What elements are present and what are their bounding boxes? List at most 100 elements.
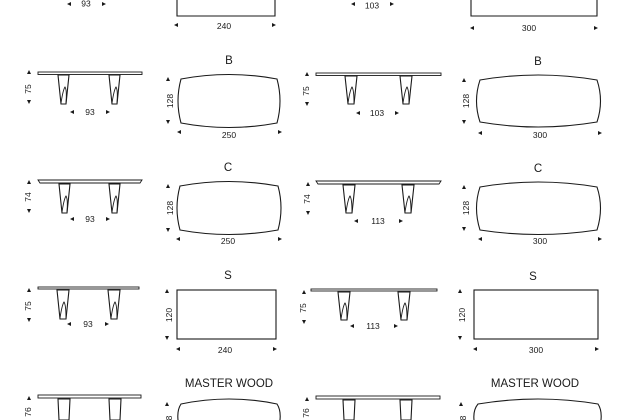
dim-arrow-right bbox=[278, 237, 282, 241]
dim-arrow-up bbox=[306, 182, 310, 186]
height-label: 75 bbox=[301, 86, 311, 96]
plan-width-label: 250 bbox=[221, 236, 235, 246]
plan-depth-label: 128 bbox=[461, 94, 471, 108]
height-label: 75 bbox=[298, 303, 308, 313]
dim-arrow-right bbox=[102, 2, 106, 6]
row-master-wood-right: 76 MASTER WOOD 8 bbox=[301, 378, 602, 420]
dim-arrow-down bbox=[166, 228, 170, 232]
version-letter: C bbox=[534, 163, 542, 175]
dim-arrow-up bbox=[27, 288, 31, 292]
dim-arrow-up bbox=[27, 70, 31, 74]
dim-arrow-down bbox=[462, 120, 466, 124]
leg-gap-label: 113 bbox=[371, 216, 385, 226]
dim-arrow-right bbox=[598, 237, 602, 241]
dim-arrow-up bbox=[305, 397, 309, 401]
dim-arrow-left bbox=[67, 2, 71, 6]
row-b-left: 75 93 B 128 250 bbox=[23, 55, 282, 140]
dim-arrow-up bbox=[165, 402, 169, 406]
pedestal-arch bbox=[400, 302, 408, 320]
height-label: 74 bbox=[302, 194, 312, 204]
pedestal-leg bbox=[108, 398, 122, 420]
plan-width-label: 300 bbox=[522, 23, 536, 33]
pedestal-arch bbox=[347, 86, 355, 104]
pedestal-arch bbox=[59, 301, 67, 319]
dim-arrow-up bbox=[165, 289, 169, 293]
dim-arrow-right bbox=[278, 130, 282, 134]
plan-depth-label: 120 bbox=[457, 308, 467, 322]
dim-arrow-down bbox=[306, 211, 310, 215]
pedestal-leg bbox=[58, 183, 71, 214]
dim-arrow-left bbox=[176, 347, 180, 351]
height-label: 76 bbox=[301, 408, 311, 418]
tabletop-edge bbox=[315, 395, 441, 400]
dim-arrow-right bbox=[390, 2, 394, 6]
tabletop-edge bbox=[37, 394, 142, 399]
pedestal-leg bbox=[397, 291, 411, 321]
dim-arrow-right bbox=[272, 23, 276, 27]
dim-arrow-right bbox=[105, 322, 109, 326]
height-label: 75 bbox=[23, 301, 33, 311]
plan-width-label: 240 bbox=[217, 21, 231, 31]
dim-arrow-left bbox=[70, 110, 74, 114]
dim-arrow-up bbox=[462, 185, 466, 189]
pedestal-leg bbox=[57, 398, 71, 420]
row-c-left: 74 93 C 128 250 bbox=[23, 162, 282, 246]
plan-view-outline bbox=[470, 0, 598, 17]
pedestal-leg bbox=[56, 289, 70, 320]
pedestal-leg bbox=[108, 74, 121, 105]
dim-arrow-up bbox=[27, 396, 31, 400]
plan-view-outline bbox=[176, 0, 276, 17]
dim-arrow-up bbox=[302, 290, 306, 294]
dim-arrow-right bbox=[395, 111, 399, 115]
dim-arrow-up bbox=[305, 72, 309, 76]
tabletop-edge bbox=[37, 179, 143, 184]
plan-width-label: 250 bbox=[222, 130, 236, 140]
dim-arrow-left bbox=[478, 131, 482, 135]
dim-arrow-right bbox=[273, 347, 277, 351]
leg-gap-label: 103 bbox=[365, 1, 379, 11]
plan-view-outline bbox=[177, 73, 281, 129]
pedestal-arch bbox=[345, 195, 353, 213]
pedestal-arch bbox=[404, 195, 412, 213]
version-heading: MASTER WOOD bbox=[185, 378, 273, 390]
dim-arrow-left bbox=[70, 217, 74, 221]
pedestal-arch bbox=[402, 86, 410, 104]
pedestal-arch bbox=[340, 302, 348, 320]
plan-view-outline bbox=[475, 74, 602, 128]
plan-depth-label: 120 bbox=[164, 308, 174, 322]
plan-width-label: 300 bbox=[533, 236, 547, 246]
dim-arrow-left bbox=[177, 130, 181, 134]
dim-arrow-left bbox=[478, 237, 482, 241]
tabletop-edge bbox=[37, 286, 140, 290]
pedestal-arch bbox=[111, 86, 118, 104]
dim-arrow-down bbox=[27, 100, 31, 104]
leg-gap-label: 93 bbox=[81, 0, 91, 9]
row-b-right: 75 103 B 128 300 bbox=[301, 56, 602, 140]
version-letter: S bbox=[224, 270, 232, 282]
plan-view-outline bbox=[473, 289, 599, 340]
dim-arrow-down bbox=[462, 227, 466, 231]
pedestal-leg bbox=[108, 183, 121, 214]
dim-arrow-down bbox=[165, 336, 169, 340]
plan-view-outline bbox=[177, 398, 281, 420]
dim-arrow-left bbox=[473, 347, 477, 351]
row-c-right: 74 113 C 128 300 bbox=[302, 163, 602, 246]
row-top-right: 103 300 bbox=[351, 0, 598, 33]
dim-arrow-down bbox=[302, 320, 306, 324]
dim-arrow-left bbox=[470, 26, 474, 30]
version-letter: S bbox=[529, 271, 537, 283]
plan-depth-label: 128 bbox=[461, 201, 471, 215]
plan-view-outline bbox=[475, 181, 602, 236]
dim-arrow-down bbox=[305, 102, 309, 106]
dim-arrow-left bbox=[354, 219, 358, 223]
plan-depth-label: 128 bbox=[165, 94, 175, 108]
pedestal-leg bbox=[399, 75, 413, 105]
row-s-right: 75 113 S 120 300 bbox=[298, 271, 599, 355]
dim-arrow-right bbox=[594, 26, 598, 30]
plan-depth-label: 8 bbox=[164, 415, 174, 420]
dim-arrow-down bbox=[166, 120, 170, 124]
pedestal-leg bbox=[401, 184, 415, 214]
pedestal-arch bbox=[60, 86, 67, 104]
plan-width-label: 300 bbox=[533, 130, 547, 140]
height-label: 76 bbox=[23, 407, 33, 417]
